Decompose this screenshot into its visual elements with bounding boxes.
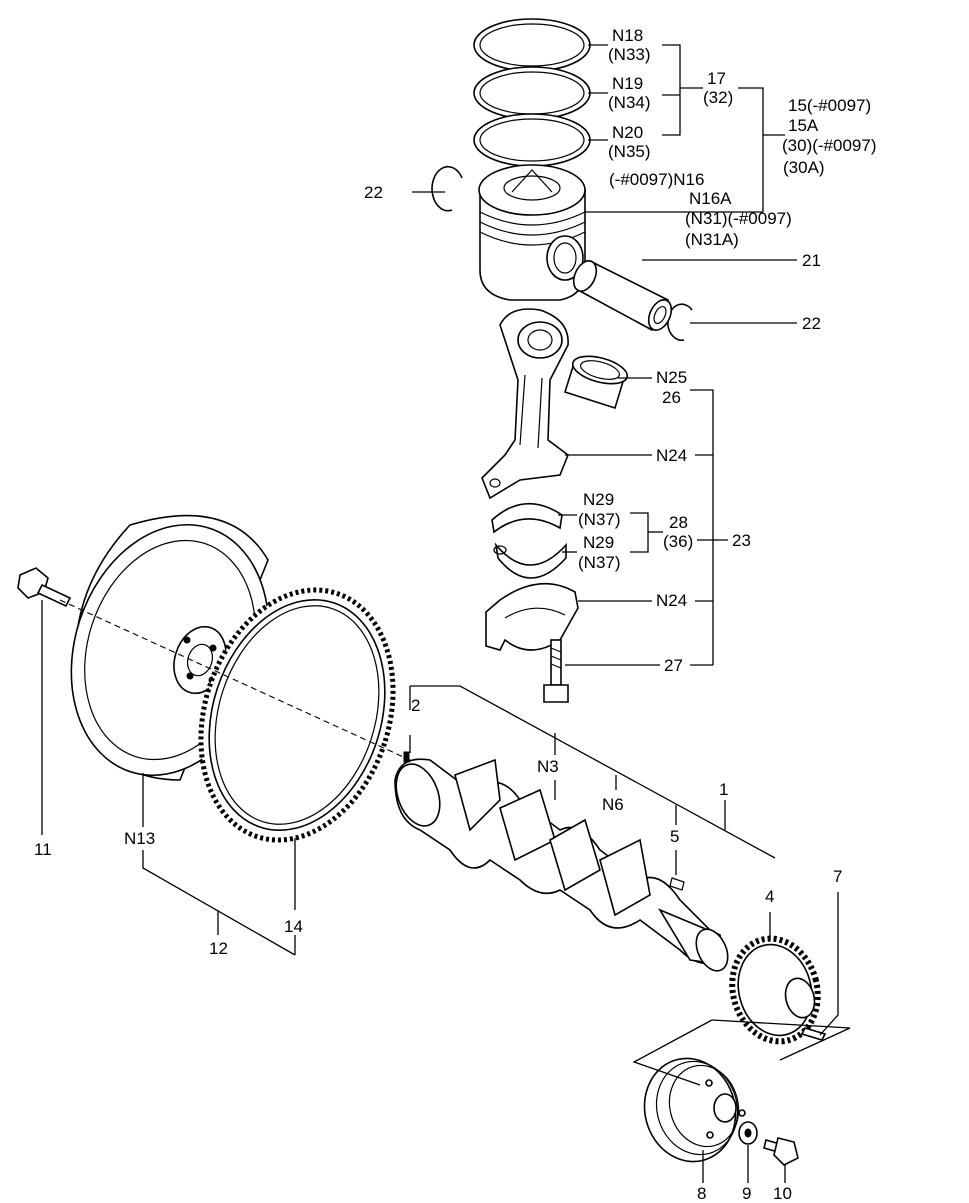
label-n24-lower: N24 [656,591,688,610]
small-end-bushing [563,355,629,410]
label-n29-upper: N29 [583,490,615,509]
label-n16a: N16A [689,189,732,208]
label-n29-lower: N29 [583,533,615,552]
piston-ring-top [473,18,591,72]
label-2: 2 [411,696,421,715]
label-n6: N6 [602,795,624,814]
label-7: 7 [833,867,843,886]
crankshaft [394,751,729,972]
label-15: 15(-#0097) [788,96,872,115]
pulley-washer [738,1121,758,1145]
label-n34: (N34) [608,93,651,112]
piston-ring-oil [473,113,591,167]
crankshaft-gear [729,935,821,1045]
label-n20: N20 [612,123,644,142]
label-32: (32) [703,88,734,107]
piston-pin [572,260,673,332]
pulley-bolt [763,1137,799,1166]
snap-ring-left [431,165,463,212]
piston [478,164,586,301]
label-15a: 15A [788,116,819,135]
label-36: (36) [663,532,694,551]
label-n24-upper: N24 [656,446,688,465]
label-10: 10 [773,1184,792,1203]
label-n31a: (N31A) [685,230,739,249]
label-8: 8 [697,1184,707,1203]
label-5: 5 [670,827,680,846]
label-n18: N18 [612,26,644,45]
label-30: (30)(-#0097) [782,136,877,155]
label-n35: (N35) [608,142,651,161]
label-22-left: 22 [364,183,383,202]
label-17: 17 [707,69,726,88]
label-n16: (-#0097)N16 [609,170,705,189]
label-28: 28 [669,513,688,532]
label-n13: N13 [124,829,156,848]
label-n33: (N33) [608,45,651,64]
label-23: 23 [732,531,751,550]
connecting-rod [481,308,569,500]
label-n31: (N31)(-#0097) [685,209,792,228]
label-n3: N3 [537,757,559,776]
ring-gear [198,587,396,843]
connecting-rod-bolt [543,639,569,703]
label-n19: N19 [612,74,644,93]
label-27: 27 [664,656,683,675]
label-4: 4 [765,887,775,906]
woodruff-key [800,1027,827,1041]
label-12: 12 [209,939,228,958]
label-n37-lower: (N37) [578,553,621,572]
flywheel-bolt [17,567,72,608]
label-9: 9 [742,1184,752,1203]
piston-ring-second [473,66,591,120]
label-14: 14 [284,917,303,936]
label-n37-upper: (N37) [578,510,621,529]
connecting-rod-cap [485,582,579,651]
label-30a: (30A) [783,158,825,177]
label-21: 21 [802,251,821,270]
label-1: 1 [719,780,729,799]
crankshaft-pulley [643,1057,746,1163]
label-11: 11 [34,840,52,859]
label-26: 26 [662,388,681,407]
label-22-right: 22 [802,314,821,333]
bearing-shell-upper [491,502,563,534]
bearing-shell-lower [493,542,567,579]
label-n25: N25 [656,368,688,387]
